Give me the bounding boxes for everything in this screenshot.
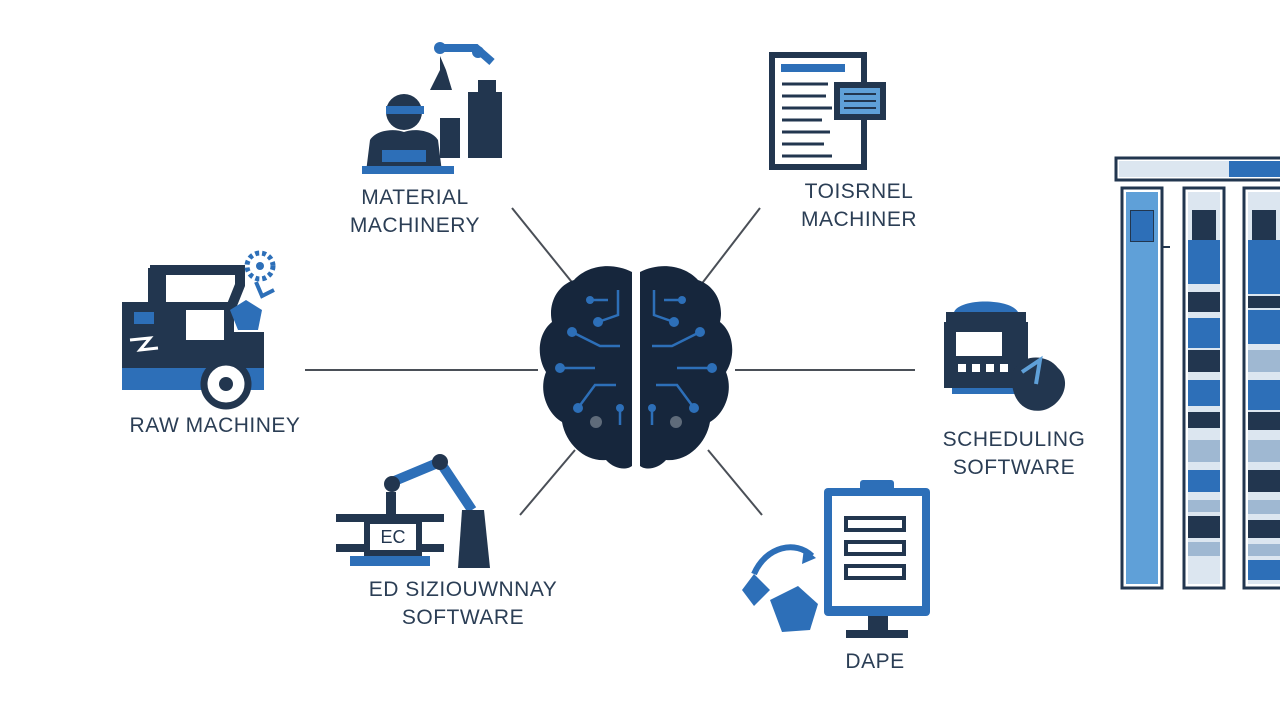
label-line-2: SOFTWARE (952, 456, 1076, 479)
label-line-2: SOFTWARE (401, 606, 525, 629)
label-line-1: DAPE (845, 650, 905, 673)
connector-lines (305, 207, 915, 516)
label-line-1: TOISRNEL (804, 180, 914, 203)
gantt-columns-icon (1114, 156, 1280, 590)
worker-robot-arm-icon (362, 42, 502, 174)
connector-toisrnel (699, 207, 761, 287)
connector-dape (707, 449, 763, 516)
machine-hand-icon (944, 301, 1066, 411)
document-screen-icon (769, 52, 886, 170)
connector-material (511, 207, 576, 287)
label-toisrnel-machiner: TOISRNEL MACHINER (774, 178, 944, 234)
brain-circuit-icon (539, 266, 733, 469)
label-line-2: MACHINERY (349, 214, 481, 237)
label-dape: DAPE (820, 648, 930, 676)
label-line-2: MACHINER (800, 208, 917, 231)
clipboard-monitor-icon (742, 480, 930, 638)
ed-badge-text: EC (380, 527, 405, 547)
connector-ed (519, 449, 576, 516)
label-ed-software: ED SIZIOUWNNAY SOFTWARE (350, 576, 576, 632)
truck-crane-gear-icon (122, 250, 276, 410)
conveyor-robot-arm-icon: EC (336, 454, 490, 568)
label-line-1: SCHEDULING (942, 428, 1086, 451)
label-scheduling-software: SCHEDULING SOFTWARE (926, 426, 1102, 482)
label-line-1: ED SIZIOUWNNAY (368, 578, 558, 601)
label-line-1: RAW MACHINEY (129, 414, 301, 437)
label-material-machinery: MATERIAL MACHINERY (330, 184, 500, 240)
label-raw-machiney: RAW MACHINEY (110, 412, 320, 440)
label-line-1: MATERIAL (361, 186, 469, 209)
